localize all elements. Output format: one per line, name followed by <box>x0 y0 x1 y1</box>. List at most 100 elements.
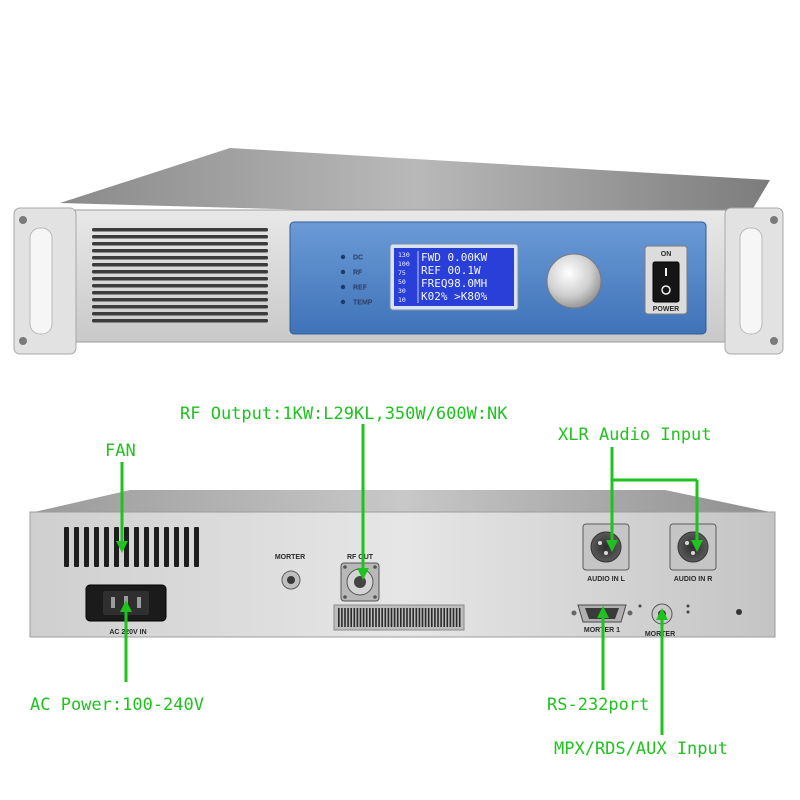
callout-lines <box>120 424 699 735</box>
lcd-scale-tick: 30 <box>398 287 406 295</box>
grille-slot <box>437 608 439 627</box>
xlr-audio-in-l[interactable] <box>582 523 630 571</box>
grille-slot <box>338 608 340 627</box>
grille-slot <box>341 608 343 627</box>
left-rack-ear <box>13 207 77 355</box>
vent-slot <box>92 284 268 288</box>
rear-indicator-dot <box>686 604 690 608</box>
ac-power-callout: AC Power:100-240V <box>30 695 204 715</box>
morter-bnc-connector[interactable] <box>281 570 301 590</box>
grille-slot <box>443 608 445 627</box>
rear-lower-grille-frame <box>333 604 465 631</box>
vent-slot <box>92 242 268 246</box>
fan-vent-slot <box>164 527 169 567</box>
vent-slot <box>92 235 268 239</box>
lcd-scale-tick: 10 <box>398 296 406 304</box>
lcd-scale-tick: 100 <box>398 260 410 268</box>
lcd-line: K02% >K80% <box>421 290 488 303</box>
vent-slot <box>92 312 268 316</box>
vent-slot <box>92 319 268 323</box>
grille-slot <box>431 608 433 627</box>
grille-slot <box>396 608 399 627</box>
grille-slot <box>458 608 461 627</box>
status-led-label: RF <box>353 270 363 277</box>
vent-slot <box>92 228 268 232</box>
lcd-screen <box>394 248 514 306</box>
vent-slot <box>92 256 268 260</box>
rear-lower-grille <box>338 608 461 627</box>
vent-slot <box>92 298 268 302</box>
fan-callout: FAN <box>105 441 136 461</box>
lcd-line: REF 00.1W <box>421 264 481 277</box>
morter-top-label: MORTER <box>275 554 305 561</box>
vent-slot <box>92 263 268 267</box>
grille-slot <box>455 608 458 627</box>
fan-vent-slot <box>154 527 159 567</box>
grille-slot <box>449 608 452 627</box>
lcd-line: FREQ98.0MH <box>421 277 487 290</box>
rear-unit: AC 220V IN MORTER RF OUT A <box>29 490 776 638</box>
vent-slot <box>92 270 268 274</box>
rear-screw <box>736 609 742 615</box>
grille-slot <box>375 608 377 627</box>
status-led <box>340 254 346 260</box>
grille-slot <box>434 608 436 627</box>
lcd-scale-tick: 50 <box>398 278 406 286</box>
status-led-label: REF <box>353 285 368 292</box>
rf-out-label: RF OUT <box>347 554 374 561</box>
fan-vent-slot <box>114 527 119 567</box>
fan-vent-slot <box>104 527 109 567</box>
grille-slot <box>427 608 430 627</box>
power-rocker-switch[interactable] <box>652 261 680 303</box>
grille-slot <box>440 608 442 627</box>
audio-in-r-label: AUDIO IN R <box>674 576 713 583</box>
lcd-line: FWD 0.00KW <box>421 251 488 264</box>
ac-inlet-label: AC 220V IN <box>109 629 146 636</box>
fan-vent-slot <box>74 527 79 567</box>
morter-bottom-label: MORTER <box>645 631 675 638</box>
rs232-callout: RS-232port <box>547 695 649 715</box>
grille-slot <box>424 608 427 627</box>
rear-indicator-dot <box>638 604 642 608</box>
grille-slot <box>347 608 349 627</box>
vent-slot <box>92 291 268 295</box>
rear-indicator-dot <box>686 610 690 614</box>
switch-on-label: ON <box>661 251 672 258</box>
status-led <box>340 284 346 290</box>
grille-slot <box>365 608 368 627</box>
grille-slot <box>387 608 390 627</box>
right-rack-ear <box>724 207 784 355</box>
lcd-scale-tick: 130 <box>398 251 410 259</box>
grille-slot <box>350 608 352 627</box>
grille-slot <box>446 608 449 627</box>
grille-slot <box>369 608 371 627</box>
fan-vent-slot <box>134 527 139 567</box>
rf-output-callout: RF Output:1KW:L29KL,350W/600W:NK <box>180 404 508 424</box>
fan-vent <box>64 527 199 567</box>
status-led-label: DC <box>353 255 363 262</box>
front-unit-top-cover <box>60 148 770 222</box>
grille-slot <box>415 608 418 627</box>
audio-in-l-label: AUDIO IN L <box>587 576 625 583</box>
tuning-knob[interactable] <box>546 253 602 309</box>
switch-power-label: POWER <box>653 306 679 313</box>
grille-slot <box>356 608 359 627</box>
xlr-audio-in-r[interactable] <box>669 523 717 571</box>
grille-slot <box>452 608 455 627</box>
front-vent-grille <box>92 228 268 323</box>
grille-slot <box>418 608 421 627</box>
vent-slot <box>92 305 268 309</box>
grille-slot <box>362 608 365 627</box>
grille-slot <box>384 608 387 627</box>
fan-vent-slot <box>64 527 69 567</box>
xlr-audio-callout: XLR Audio Input <box>558 425 712 445</box>
grille-slot <box>421 608 424 627</box>
grille-slot <box>359 608 362 627</box>
fan-vent-slot <box>184 527 189 567</box>
grille-slot <box>393 608 396 627</box>
